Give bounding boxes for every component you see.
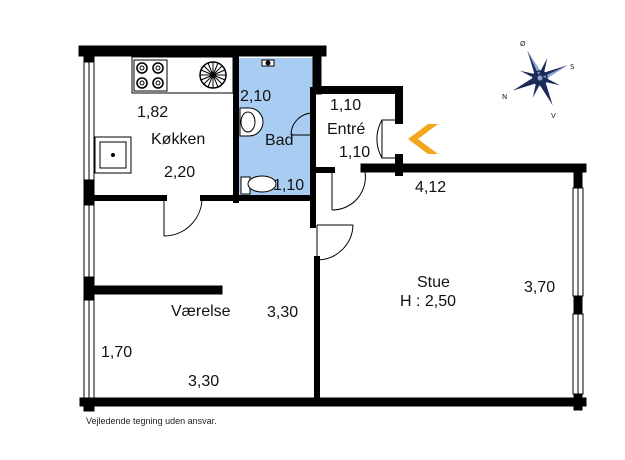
compass-south-label: S: [570, 63, 575, 71]
door-bath: [290, 112, 314, 136]
living-name: Stue: [417, 274, 450, 291]
bathroom-fixtures: [239, 59, 277, 195]
kitchen-sink-icon: [99, 141, 127, 169]
doors: [163, 112, 399, 261]
kitchen-name: Køkken: [151, 131, 205, 148]
door-entry-living: [331, 170, 366, 211]
windows: [83, 61, 584, 399]
compass-north-label: N: [502, 93, 507, 101]
compass-west-label: V: [551, 112, 556, 120]
kitchen-dim-a: 1,82: [137, 104, 168, 121]
compass-east-label: Ø: [520, 40, 526, 48]
entry-dim-a: 1,10: [330, 97, 361, 114]
kitchen-sink-counter: [94, 136, 132, 174]
kitchen-dim-b: 2,20: [164, 164, 195, 181]
entry-arrow-icon: [408, 124, 438, 154]
toilet-icon: [240, 175, 277, 195]
kitchen-fixtures: [94, 56, 234, 174]
bath-name: Bad: [265, 132, 293, 149]
entry-dim-b: 1,10: [339, 144, 370, 161]
bedroom-dim-a: 3,30: [267, 304, 298, 321]
bedroom-dim-c: 3,30: [188, 373, 219, 390]
entry-name: Entré: [327, 121, 365, 138]
bedroom-dim-b: 1,70: [101, 344, 132, 361]
fan-icon: [199, 61, 227, 89]
bath-dim-b: 1,10: [273, 177, 304, 194]
living-dim-a: 4,12: [415, 179, 446, 196]
compass-rose-icon: [512, 50, 568, 106]
bath-dim-a: 2,10: [240, 88, 271, 105]
disclaimer-text: Vejledende tegning uden ansvar.: [86, 416, 217, 426]
door-living: [316, 224, 354, 261]
bedroom-name: Værelse: [171, 303, 231, 320]
stove: [133, 59, 168, 92]
living-dim-b: 3,70: [524, 279, 555, 296]
door-entry: [376, 119, 399, 159]
living-height: H : 2,50: [400, 293, 456, 310]
door-kitchen: [163, 197, 203, 237]
